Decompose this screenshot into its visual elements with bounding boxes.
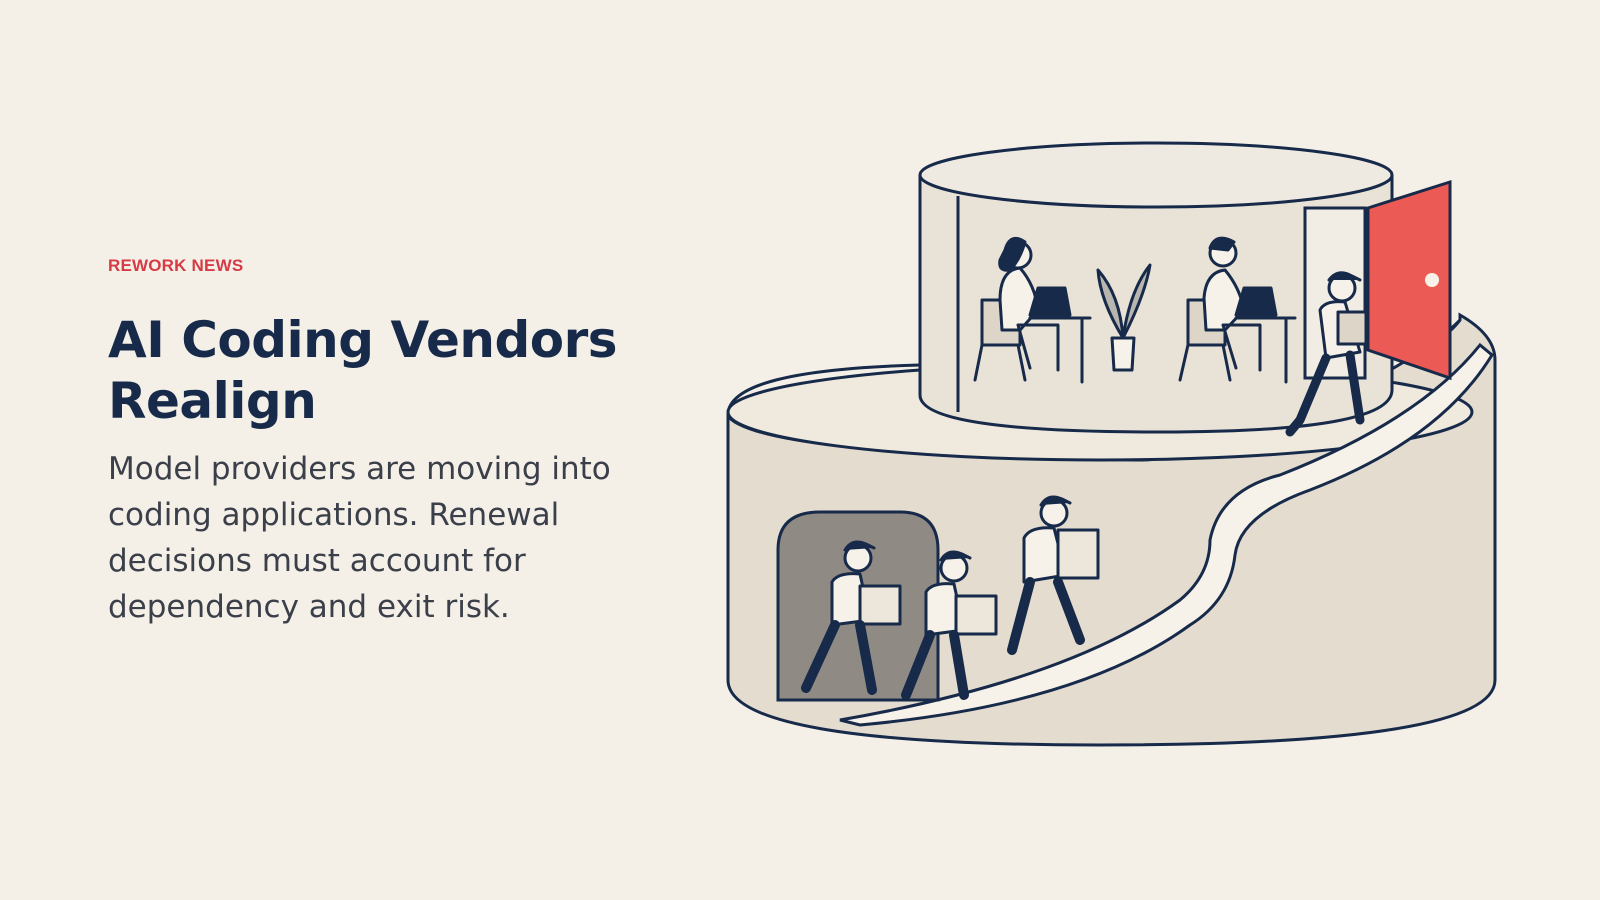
seated-worker-right bbox=[1178, 236, 1297, 384]
open-door-icon bbox=[1366, 179, 1452, 381]
headline: AI Coding Vendors Realign bbox=[108, 311, 618, 430]
plant-icon bbox=[1096, 263, 1152, 372]
kicker-label: REWORK NEWS bbox=[108, 256, 244, 275]
seated-worker-left bbox=[973, 236, 1092, 384]
mover-upper bbox=[1285, 271, 1368, 437]
upper-tier bbox=[918, 141, 1394, 434]
office-moving-illustration bbox=[726, 141, 1497, 747]
mover-1 bbox=[801, 540, 902, 695]
mover-2 bbox=[901, 550, 998, 700]
text-block: REWORK NEWS AI Coding Vendors Realign Mo… bbox=[108, 256, 668, 630]
ramp bbox=[839, 342, 1494, 727]
mover-3 bbox=[1007, 495, 1100, 655]
body-text: Model providers are moving into coding a… bbox=[108, 451, 611, 625]
